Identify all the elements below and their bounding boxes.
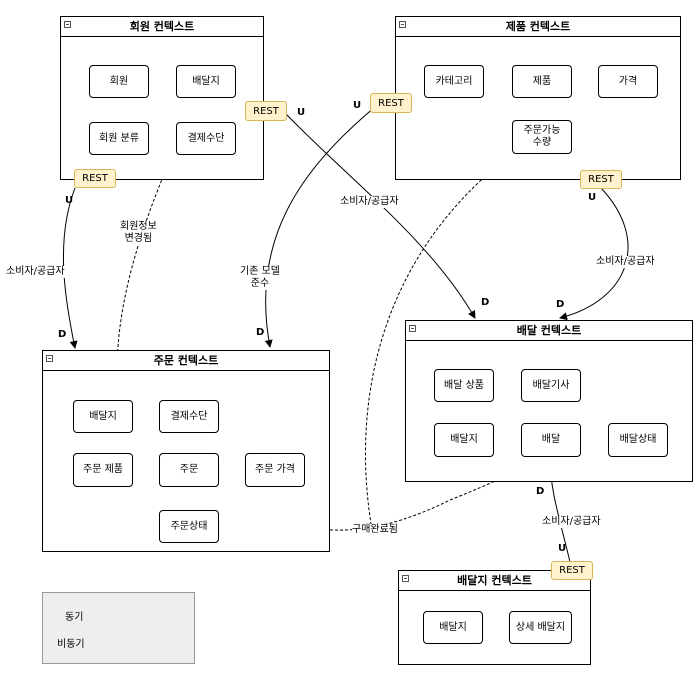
collapse-icon[interactable] xyxy=(46,355,53,362)
purchase-completed-label: 구매완료됨 xyxy=(352,524,398,536)
order-context-header: 주문 컨텍스트 xyxy=(43,351,329,371)
consumer-supplier-label: 소비자/공급자 xyxy=(542,516,601,528)
product-context-header: 제품 컨텍스트 xyxy=(396,17,680,37)
address-context-title: 배달지 컨텍스트 xyxy=(457,574,532,587)
product-category-node[interactable]: 카테고리 xyxy=(424,65,484,98)
legend-sync-label: 동기 xyxy=(65,612,84,623)
delivery-product-node[interactable]: 배달 상품 xyxy=(434,369,494,402)
member-rest-badge[interactable]: REST xyxy=(74,169,116,188)
product-to-order-link xyxy=(264,106,376,348)
downstream-marker: D xyxy=(256,327,265,338)
product-node[interactable]: 제품 xyxy=(512,65,572,98)
member-rest-badge-2[interactable]: REST xyxy=(245,101,287,121)
downstream-marker: D xyxy=(556,299,565,310)
member-info-changed-label: 회원정보 변경됨 xyxy=(120,221,157,245)
order-product-node[interactable]: 주문 제품 xyxy=(73,453,133,487)
member-to-delivery-link xyxy=(285,113,476,319)
member-context: 회원 컨텍스트 xyxy=(60,16,264,180)
product-rest-badge[interactable]: REST xyxy=(370,93,412,113)
orderable-quantity-node[interactable]: 주문가능 수량 xyxy=(512,120,572,154)
consumer-supplier-label: 소비자/공급자 xyxy=(596,256,655,268)
collapse-icon[interactable] xyxy=(64,21,71,28)
member-context-title: 회원 컨텍스트 xyxy=(129,20,195,33)
consumer-supplier-label: 소비자/공급자 xyxy=(340,196,399,208)
member-payment-node[interactable]: 결제수단 xyxy=(176,122,236,155)
upstream-marker: U xyxy=(65,195,74,206)
conformist-label: 기존 모델 준수 xyxy=(240,266,280,290)
address-rest-badge[interactable]: REST xyxy=(551,561,593,580)
upstream-marker: U xyxy=(588,192,597,203)
product-to-delivery-link xyxy=(559,187,629,321)
collapse-icon[interactable] xyxy=(409,325,416,332)
member-category-node[interactable]: 회원 분류 xyxy=(89,122,149,155)
product-price-node[interactable]: 가격 xyxy=(598,65,658,98)
product-context: 제품 컨텍스트 xyxy=(395,16,681,180)
order-price-node[interactable]: 주문 가격 xyxy=(245,453,305,487)
order-node[interactable]: 주문 xyxy=(159,453,219,487)
delivery-address-node[interactable]: 배달지 xyxy=(434,423,494,457)
order-address-node[interactable]: 배달지 xyxy=(73,400,133,433)
consumer-supplier-label: 소비자/공급자 xyxy=(6,266,65,278)
order-status-node[interactable]: 주문상태 xyxy=(159,510,219,543)
collapse-icon[interactable] xyxy=(402,575,409,582)
upstream-marker: U xyxy=(558,543,567,554)
delivery-context-header: 배달 컨텍스트 xyxy=(406,321,692,341)
product-context-title: 제품 컨텍스트 xyxy=(505,20,571,33)
delivery-node[interactable]: 배달 xyxy=(521,423,581,457)
collapse-icon[interactable] xyxy=(399,21,406,28)
legend: 동기 비동기 xyxy=(42,592,195,664)
address-detail-node[interactable]: 상세 배달지 xyxy=(509,611,572,644)
downstream-marker: D xyxy=(481,297,490,308)
address-context-header: 배달지 컨텍스트 xyxy=(399,571,590,591)
upstream-marker: U xyxy=(297,107,306,118)
upstream-marker: U xyxy=(353,100,362,111)
order-to-orderable-link xyxy=(365,147,521,531)
driver-node[interactable]: 배달기사 xyxy=(521,369,581,402)
address-node[interactable]: 배달지 xyxy=(423,611,483,644)
member-context-header: 회원 컨텍스트 xyxy=(61,17,263,37)
member-node[interactable]: 회원 xyxy=(89,65,149,98)
delivery-status-node[interactable]: 배달상태 xyxy=(608,423,668,457)
downstream-marker: D xyxy=(58,329,67,340)
legend-async-label: 비동기 xyxy=(57,639,85,650)
order-payment-node[interactable]: 결제수단 xyxy=(159,400,219,433)
member-address-node[interactable]: 배달지 xyxy=(176,65,236,98)
member-to-order-link xyxy=(63,187,78,349)
delivery-context-title: 배달 컨텍스트 xyxy=(516,324,582,337)
downstream-marker: D xyxy=(536,486,545,497)
product-rest-badge-2[interactable]: REST xyxy=(580,170,622,189)
order-context-title: 주문 컨텍스트 xyxy=(153,354,219,367)
